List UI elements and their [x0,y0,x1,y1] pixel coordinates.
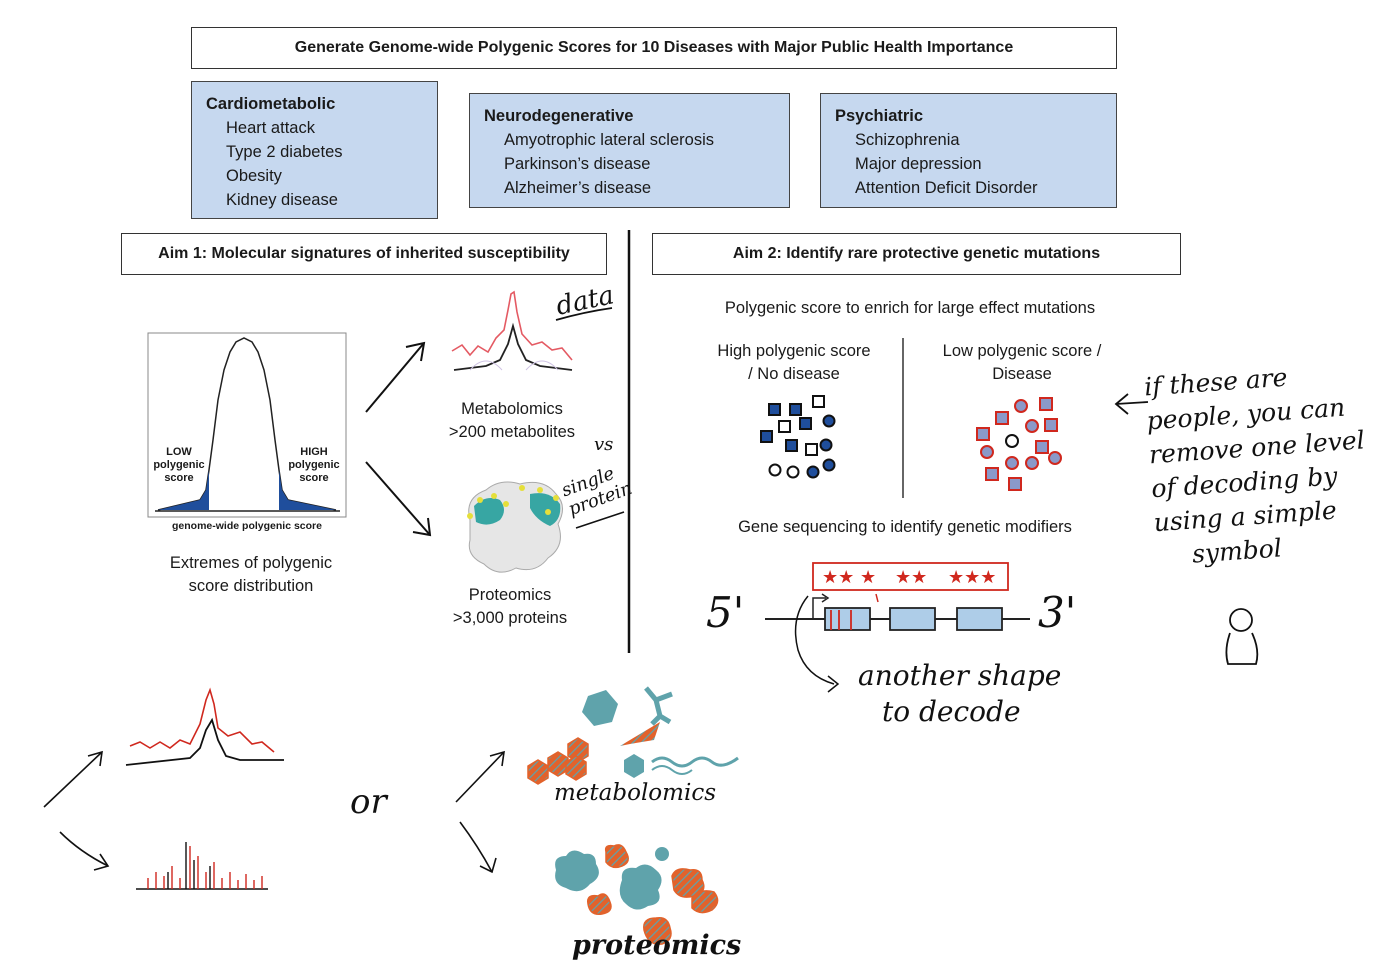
low-score-cluster [976,397,1062,491]
low-tail-fill [158,470,209,510]
heading-line: Disease [992,365,1052,383]
category-cardiometabolic: Cardiometabolic Heart attack Type 2 diab… [191,81,438,219]
five-prime-label: 5' [706,588,745,637]
arrows-aim1 [365,341,432,537]
person-icon [1225,608,1259,665]
category-neurodegenerative: Neurodegenerative Amyotrophic lateral sc… [469,93,790,208]
polygenic-distribution-chart [147,332,347,518]
caption-line: >200 metabolites [448,423,576,441]
heading-line: / No disease [748,365,840,383]
category-psychiatric: Psychiatric Schizophrenia Major depressi… [820,93,1117,208]
protein-structure [467,481,563,573]
annotation-or: or [350,782,387,822]
category-item: Schizophrenia [855,131,960,149]
aim2-subtitle: Polygenic score to enrich for large effe… [724,299,1096,317]
category-title: Cardiometabolic [206,95,336,113]
sketch-spectrum-line [125,687,284,766]
annotation-another-shape: another shape to decode [858,658,1061,730]
gene-diagram: ★★ ★ ★★ ★★★ [765,562,1030,631]
high-score-heading: High polygenic score / No disease [694,340,894,386]
category-item: Obesity [226,167,282,185]
svg-text:★★★: ★★★ [948,567,996,588]
heading-line: High polygenic score [717,342,871,360]
distribution-caption: Extremes of polygenic score distribution [136,552,366,598]
annotation-proteomics: proteomics [572,930,742,961]
svg-text:★★: ★★ [895,567,927,588]
proteomics-caption: Proteomics >3,000 proteins [418,584,602,630]
caption-line: Metabolomics [461,400,563,418]
aim2-title: Aim 2: Identify rare protective genetic … [652,233,1181,275]
category-item: Major depression [855,155,982,173]
category-item: Type 2 diabetes [226,143,343,161]
main-title: Generate Genome-wide Polygenic Scores fo… [191,27,1117,69]
annotation-people-note: if these are people, you can remove one … [1143,354,1397,574]
high-score-label: HIGH polygenic score [288,446,340,484]
aim1-title: Aim 1: Molecular signatures of inherited… [121,233,607,275]
metabolomics-spectrum [451,290,573,371]
low-score-heading: Low polygenic score / Disease [917,340,1127,386]
category-item: Alzheimer’s disease [504,179,652,197]
annotation-line: to decode [882,695,1021,728]
caption-line: score distribution [188,577,314,595]
low-score-label: LOW polygenic score [153,446,205,484]
category-title: Neurodegenerative [484,107,634,125]
caption-line: >3,000 proteins [452,609,568,627]
category-item: Amyotrophic lateral sclerosis [504,131,714,149]
category-item: Kidney disease [226,191,338,209]
gene-sequencing-title: Gene sequencing to identify genetic modi… [738,518,1072,536]
three-prime-label: 3' [1038,588,1077,637]
sketch-proteomics-shapes [555,844,719,945]
caption-line: Proteomics [468,586,552,604]
sketch-metabolomics-shapes [527,686,739,785]
high-tail-fill [279,470,336,510]
svg-text:★: ★ [860,567,876,588]
sketch-arrows-left [43,750,110,871]
mutation-star-box [812,562,1009,591]
heading-line: Low polygenic score / [942,342,1102,360]
annotation-metabolomics: metabolomics [554,780,716,806]
metabolomics-caption: Metabolomics >200 metabolites [420,398,604,444]
sketch-spectrum-bars [136,842,268,890]
category-item: Heart attack [226,119,315,137]
note-arrow [1114,393,1149,415]
category-item: Attention Deficit Disorder [855,179,1038,197]
annotation-vs: vs [594,434,614,455]
category-title: Psychiatric [835,107,924,125]
caption-line: Extremes of polygenic [169,554,333,572]
sketch-arrows-middle [455,750,505,874]
distribution-axis-label: genome-wide polygenic score [172,520,322,532]
svg-text:★★: ★★ [822,567,854,588]
another-shape-arrow [794,595,835,685]
annotation-line: another shape [858,659,1062,692]
category-item: Parkinson’s disease [504,155,651,173]
high-score-cluster [760,395,836,479]
